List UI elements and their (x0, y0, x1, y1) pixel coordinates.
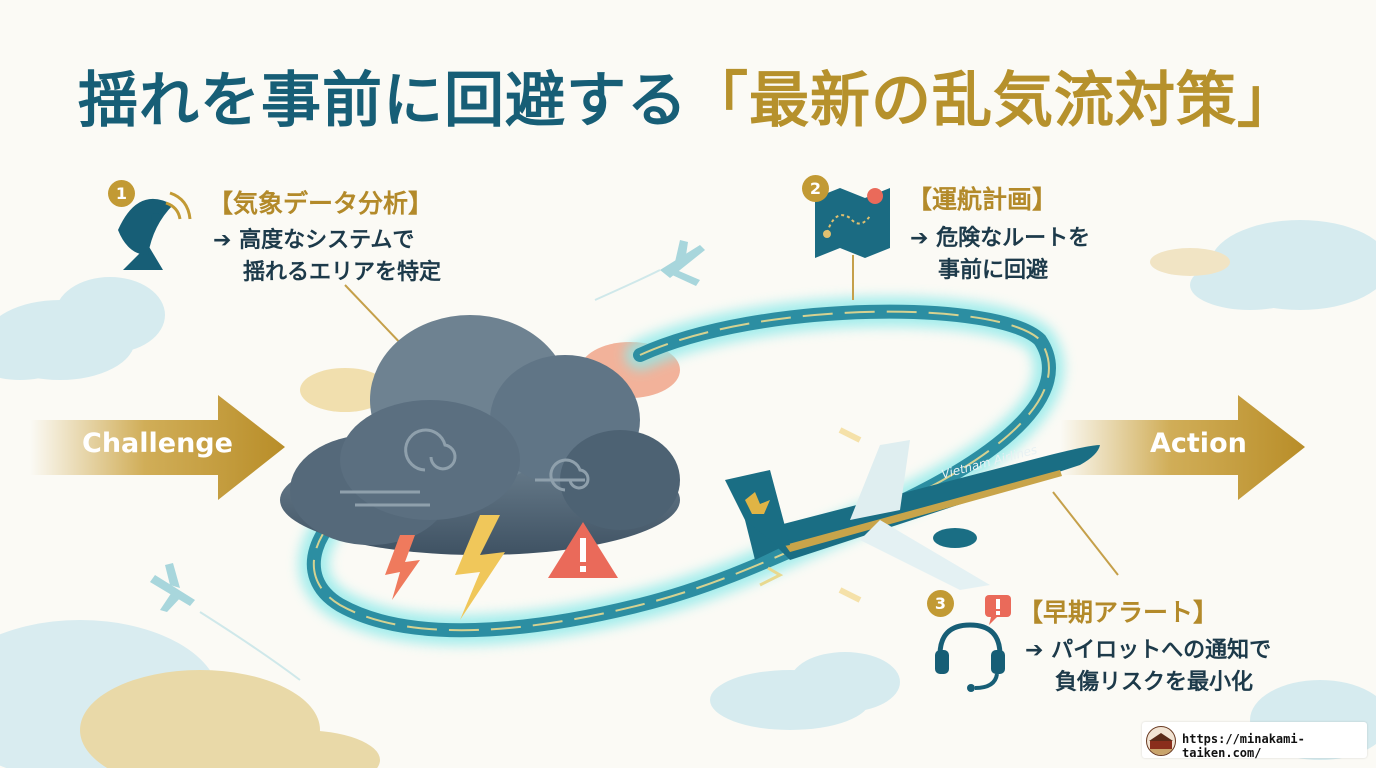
lightning-icon (385, 515, 505, 620)
step-2-line-2: 事前に回避 (938, 258, 1049, 283)
background-cloud-bottom-left (0, 620, 380, 768)
challenge-arrow (30, 395, 285, 500)
storm-cloud (280, 315, 680, 555)
background-cloud-left (0, 277, 165, 380)
action-arrow (1060, 395, 1305, 500)
title-main: 揺れを事前に回避する (78, 66, 688, 136)
step-number-1: 1 (108, 180, 135, 207)
step-1-line-2: 揺れるエリアを特定 (243, 260, 442, 285)
small-airplane-icon-2 (150, 563, 301, 681)
headset-icon (935, 622, 1005, 692)
step-3-line-1: ➔ パイロットへの通知で (1025, 638, 1272, 663)
satellite-dish-icon (118, 191, 192, 270)
step-2-line-1: ➔ 危険なルートを (910, 226, 1091, 251)
alert-bubble-icon (985, 595, 1011, 625)
step-2-heading: 【運航計画】 (907, 185, 1058, 214)
airliner (725, 427, 1100, 603)
site-url-badge[interactable]: https://minakami-taiken.com/ (1142, 722, 1367, 760)
step-number-2: 2 (802, 175, 829, 202)
page-title: 揺れを事前に回避する「最新の乱気流対策」 (0, 52, 1376, 139)
connector-lines (344, 255, 1119, 576)
avatar (1146, 726, 1176, 756)
action-label: Action (1150, 428, 1247, 459)
title-accent: 「最新の乱気流対策」 (688, 66, 1298, 136)
small-airplane-icon (594, 240, 705, 301)
step-number-3: 3 (927, 590, 954, 617)
step-1-line-1: ➔ 高度なシステムで (213, 228, 415, 253)
step-1-heading: 【気象データ分析】 (208, 189, 434, 218)
map-route-icon (815, 188, 890, 258)
warning-triangle-icon (548, 522, 618, 578)
site-url: https://minakami-taiken.com/ (1182, 732, 1305, 760)
step-3-line-2: 負傷リスクを最小化 (1055, 670, 1254, 695)
challenge-label: Challenge (82, 428, 233, 459)
step-3-heading: 【早期アラート】 (1018, 598, 1219, 627)
background-cloud-right (1150, 220, 1376, 310)
